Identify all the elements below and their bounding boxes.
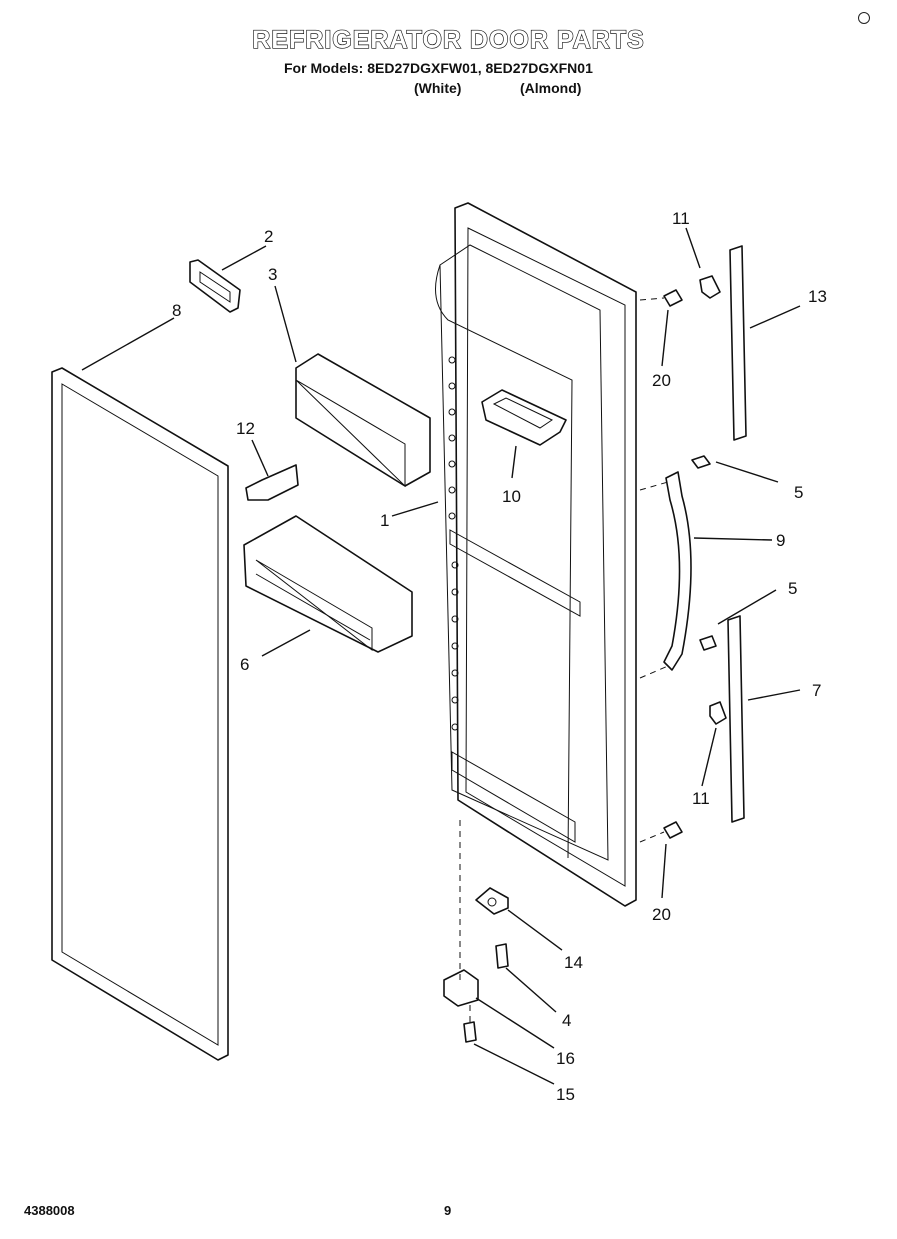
- dairy-tray-part: [481, 389, 567, 446]
- door-shelf-bin-part: [243, 515, 413, 653]
- callout-20-lower: 20: [652, 905, 671, 924]
- bottom-trim-strip-part: [727, 615, 745, 823]
- callout-7: 7: [812, 681, 821, 700]
- corner-hole-mark: [858, 12, 870, 24]
- hinge-bushing-part: [475, 887, 509, 915]
- page-title: REFRIGERATOR DOOR PARTS: [252, 25, 645, 54]
- models-line: For Models: 8ED27DGXFW01, 8ED27DGXFN01: [284, 60, 593, 76]
- handle-screw-lower-part: [699, 635, 717, 651]
- top-trim-strip-part: [729, 245, 747, 441]
- callout-11-lower: 11: [692, 789, 710, 808]
- callout-11-upper: 11: [672, 209, 690, 228]
- hinge-screw-part: [495, 943, 509, 969]
- callout-10: 10: [502, 487, 521, 506]
- document-number: 4388008: [24, 1203, 75, 1218]
- callout-8: 8: [172, 301, 181, 320]
- hinge-pin-part: [463, 1021, 477, 1043]
- callout-9: 9: [776, 531, 785, 550]
- door-handle-part: [663, 471, 692, 671]
- callout-5-lower: 5: [788, 579, 797, 598]
- callout-15: 15: [556, 1085, 575, 1104]
- handle-screw-upper-part: [691, 455, 711, 469]
- callout-4: 4: [562, 1011, 571, 1030]
- screw-upper-part: [663, 289, 683, 307]
- callout-5-upper: 5: [794, 483, 803, 502]
- hinge-bracket-part: [443, 969, 479, 1007]
- callout-13: 13: [808, 287, 827, 306]
- callout-3: 3: [268, 265, 277, 284]
- variant-almond: (Almond): [520, 80, 582, 96]
- bracket-part: [189, 259, 241, 313]
- callout-20-upper: 20: [652, 371, 671, 390]
- leader-lines: [81, 227, 801, 1085]
- door-liner-part: [435, 202, 637, 907]
- screw-lower-part: [663, 821, 683, 839]
- callout-14: 14: [564, 953, 583, 972]
- callout-2: 2: [264, 227, 273, 246]
- door-gasket-part: [51, 367, 229, 1061]
- variant-white: (White): [414, 80, 462, 96]
- clip-lower-part: [709, 701, 727, 725]
- page-number: 9: [444, 1203, 452, 1218]
- assembly-guide-lines: [459, 297, 669, 1022]
- clip-upper-part: [699, 275, 721, 299]
- small-bracket-part: [245, 464, 299, 501]
- callout-16: 16: [556, 1049, 575, 1068]
- callout-1: 1: [380, 511, 389, 530]
- callout-12: 12: [236, 419, 255, 438]
- callout-6: 6: [240, 655, 249, 674]
- bin-cover-part: [295, 353, 431, 488]
